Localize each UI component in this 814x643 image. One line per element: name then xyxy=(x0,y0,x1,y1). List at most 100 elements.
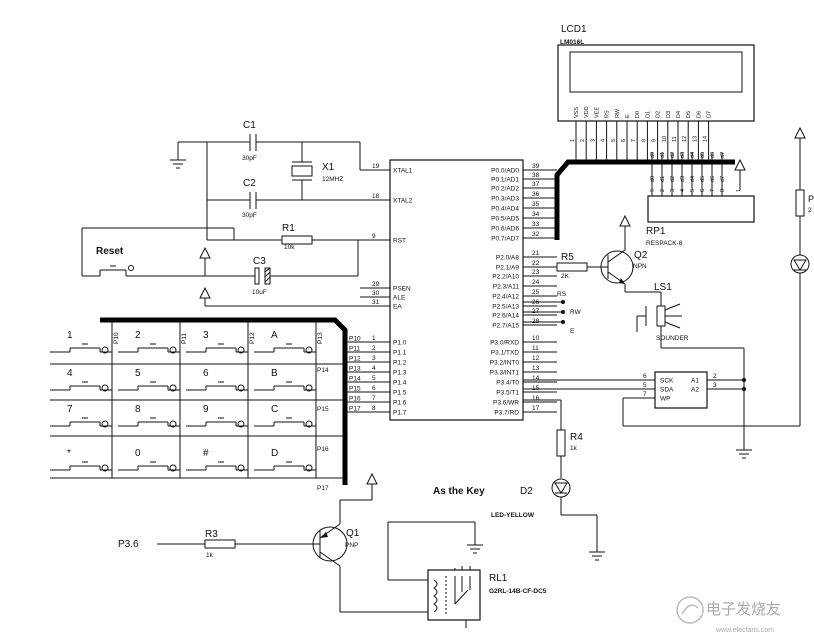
rp1-net: d7 xyxy=(720,152,726,158)
mcu-pin-num: 11 xyxy=(532,345,539,352)
mcu-pin-name: P0.0/AD0 xyxy=(491,168,519,175)
keypad-col-label: P12 xyxy=(249,332,256,344)
lcd-model: LM016L xyxy=(560,39,584,46)
eeprom-pin-name: SCK xyxy=(660,378,674,385)
key-label: 6 xyxy=(203,368,209,379)
rp1-net: d1 xyxy=(660,176,666,182)
mcu-pin-name: P1.0 xyxy=(393,340,407,347)
r5-value: 2K xyxy=(561,273,570,280)
led-d2: R4 1k D2 LED-YELLOW xyxy=(491,399,605,561)
eeprom-pin-num: 7 xyxy=(643,391,647,398)
key-label: 0 xyxy=(135,448,141,459)
lcd-pin-name: VDD xyxy=(584,106,590,118)
relay-body xyxy=(427,569,481,621)
mcu-pin-name: P3.5/T1 xyxy=(496,390,519,397)
rp1-net: d3 xyxy=(680,176,686,182)
rl1-model: G2RL-14B-CF-DC5 xyxy=(489,588,547,595)
bus-drops xyxy=(651,152,723,196)
mcu-pin-num: 13 xyxy=(532,365,540,372)
lcd-pin-num: 11 xyxy=(672,136,678,142)
lcd1: LCD1 LM016L VSS1VDD2VEE3RS4RW5E6D07D18D2… xyxy=(557,24,755,162)
mcu-pin-num: 23 xyxy=(532,269,540,276)
lcd-pin-num: 1 xyxy=(570,139,576,142)
key-label: C xyxy=(271,404,278,415)
rp1-net: d6 xyxy=(710,176,716,182)
mcu-pin-name: P3.4/T0 xyxy=(496,380,519,387)
mcu-pin-name: P2.4/A12 xyxy=(492,294,519,301)
lcd-pin-num: 12 xyxy=(682,136,688,142)
mcu-pin-num: 22 xyxy=(532,260,540,267)
mcu-pin-num: 38 xyxy=(532,172,540,179)
r3-ref: R3 xyxy=(205,529,218,540)
eeprom-pin-name: A2 xyxy=(691,387,699,394)
q2-type: NPN xyxy=(633,263,647,270)
mcu-pin-name: P2.5/A13 xyxy=(492,304,519,311)
reset-label: Reset xyxy=(96,246,124,257)
mcu-pin-num: 6 xyxy=(372,385,376,392)
lcd-pin-num: 13 xyxy=(692,136,698,142)
eeprom-pin-num: 6 xyxy=(643,373,647,380)
mcu-pin-name: P3.7/RD xyxy=(494,410,519,417)
eeprom-pin-name: WP xyxy=(660,396,670,403)
right-comp-value: 2 xyxy=(808,207,812,214)
rp1-pin-num: 6 xyxy=(700,189,706,192)
x1-value: 12MHZ xyxy=(322,176,343,183)
mcu-pin-num: 32 xyxy=(532,231,540,238)
mcu-pin-num: 16 xyxy=(532,395,540,402)
watermark-url: www.elecfans.com xyxy=(715,627,774,634)
r4-ref: R4 xyxy=(570,432,583,443)
rp1-net: d3 xyxy=(680,152,686,158)
mcu-net-label: P14 xyxy=(349,376,361,383)
key-label: # xyxy=(203,448,209,459)
lcd-pin-num: 14 xyxy=(703,136,709,142)
mcu-pin-name: P1.4 xyxy=(393,380,407,387)
mcu-pins: XTAL119XTAL218RST9PSEN29ALE30EA31P1.01P1… xyxy=(349,163,557,417)
rp1-pin-num: 1 xyxy=(736,189,742,192)
mcu-pin-name: P0.7/AD7 xyxy=(491,236,519,243)
key-label: 7 xyxy=(67,404,73,415)
lcd-screen xyxy=(569,51,743,93)
lcd-pin-name: RS xyxy=(605,110,611,118)
key-label: * xyxy=(67,448,71,459)
mcu-pin-name: P3.3/INT1 xyxy=(490,370,520,377)
rp1-net: d2 xyxy=(670,152,676,158)
key-label: 5 xyxy=(135,368,141,379)
lcd-pin-num: 4 xyxy=(601,139,607,142)
mcu-pin-name: XTAL1 xyxy=(393,168,413,175)
eeprom-pin-num: 5 xyxy=(643,382,647,389)
mcu-pin-name: P3.6/WR xyxy=(493,400,519,407)
c2-value: 30pF xyxy=(242,212,257,219)
mcu-pin-name: P0.5/AD5 xyxy=(491,216,519,223)
lcd-pin-name: D5 xyxy=(686,111,692,118)
lcd-pin-num: 8 xyxy=(641,139,647,142)
key-label: 2 xyxy=(135,330,141,341)
mcu-pin-num: 19 xyxy=(372,163,380,170)
mcu-pin-num: 8 xyxy=(372,405,376,412)
p36-label: P3.6 xyxy=(118,539,139,550)
mcu-pin-num: 2 xyxy=(372,345,376,352)
key-label: D xyxy=(271,448,278,459)
mcu-pin-name: P3.2/INT0 xyxy=(490,360,520,367)
key-label: 8 xyxy=(135,404,141,415)
signal-rs: RS xyxy=(557,291,567,298)
rp1-net: d4 xyxy=(690,152,696,158)
mcu-pin-name: P3.0/RXD xyxy=(490,340,519,347)
eeprom-body xyxy=(654,371,708,409)
mcu-pin-name: P3.1/TXD xyxy=(491,350,519,357)
mcu-pin-num: 12 xyxy=(532,355,540,362)
rp1-model: RESPACK-8 xyxy=(646,240,683,247)
eeprom-pin-name: A1 xyxy=(691,378,699,385)
mcu-pin-name: P1.7 xyxy=(393,410,407,417)
rp1-net: d7 xyxy=(720,176,726,182)
rp1-net: d4 xyxy=(690,176,696,182)
mcu-pin-num: 9 xyxy=(372,233,376,240)
eeprom-pin-num: 2 xyxy=(713,373,717,380)
rp1-body xyxy=(647,195,755,223)
signal-e: E xyxy=(570,328,575,335)
lcd-pin-num: 5 xyxy=(611,139,617,142)
mcu-pin-num: 1 xyxy=(372,335,376,342)
